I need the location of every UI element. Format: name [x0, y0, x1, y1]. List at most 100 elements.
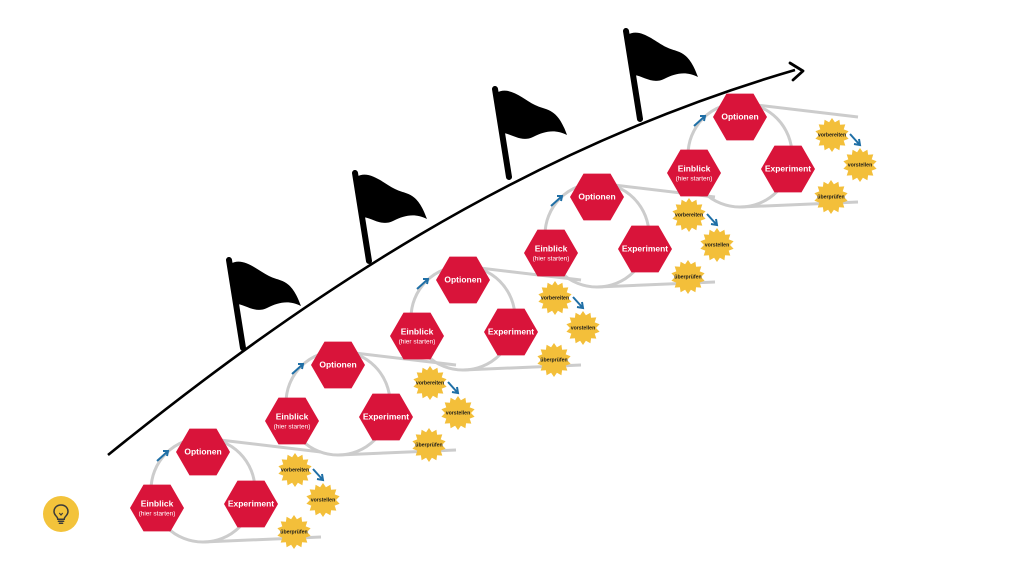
step-star: [671, 260, 705, 294]
step-label: vorstellen: [311, 497, 336, 503]
step-star: [815, 118, 849, 152]
step-label: vorstellen: [705, 242, 730, 248]
step-star: [566, 311, 600, 345]
step-star: [412, 428, 446, 462]
experiment-hexagon: [484, 308, 538, 356]
step-label: vorstellen: [446, 410, 471, 416]
cycle-arrow-head: [557, 195, 564, 202]
options-label: Optionen: [578, 191, 615, 201]
options-label: Optionen: [319, 359, 356, 369]
steps-arrow-head: [853, 138, 862, 147]
step-star: [672, 198, 706, 232]
step-star: [843, 148, 877, 182]
steps-arrow: [849, 133, 860, 145]
options-hexagon: [176, 428, 230, 476]
steps-arrow: [572, 296, 583, 308]
step-star: [538, 281, 572, 315]
experiment-hexagon: [359, 393, 413, 441]
experiment-label: Experiment: [228, 498, 274, 508]
insight-label: Einblick: [141, 498, 174, 508]
step-star: [306, 483, 340, 517]
experiment-hexagon: [618, 225, 672, 273]
step-label: vorbereiten: [541, 295, 569, 301]
insight-label: Einblick: [401, 326, 434, 336]
cycle-arrow-head: [163, 450, 170, 457]
insight-hexagon: [667, 149, 721, 197]
step-label: vorbereiten: [416, 380, 444, 386]
step-star: [814, 180, 848, 214]
options-hexagon: [570, 173, 624, 221]
lightbulb-icon: [53, 504, 69, 525]
milestone-flags: [226, 28, 698, 351]
flag-icon: [352, 170, 427, 264]
step-star: [700, 228, 734, 262]
cycle-arrow-head: [700, 115, 707, 122]
lightbulb-badge[interactable]: [43, 496, 79, 532]
flag-icon: [226, 257, 301, 351]
options-hexagon: [311, 341, 365, 389]
step-label: überprüfen: [674, 274, 701, 280]
experiment-label: Experiment: [765, 163, 811, 173]
options-label: Optionen: [444, 274, 481, 284]
options-hexagon: [436, 256, 490, 304]
step-star: [278, 453, 312, 487]
step-star: [537, 343, 571, 377]
step-label: vorbereiten: [818, 132, 846, 138]
step-label: vorstellen: [848, 162, 873, 168]
insight-hexagon: [130, 484, 184, 532]
insight-start-hint: (hier starten): [533, 256, 570, 263]
insight-start-hint: (hier starten): [274, 424, 311, 431]
steps-arrow: [447, 381, 458, 393]
steps-arrow-head: [316, 473, 325, 482]
cycle-arrow-head: [298, 363, 305, 370]
cycle-arrow: [693, 116, 705, 127]
cycle-arrow: [291, 364, 303, 375]
steps-arrow: [706, 213, 717, 225]
flag-icon: [492, 86, 567, 180]
steps-arrow-head: [710, 218, 719, 227]
experiment-hexagon: [224, 480, 278, 528]
insight-hexagon: [524, 229, 578, 277]
flag-icon: [623, 28, 698, 122]
step-label: überprüfen: [540, 357, 567, 363]
cycle-arrow: [550, 196, 562, 207]
step-star: [441, 396, 475, 430]
insight-label: Einblick: [276, 411, 309, 421]
path-arrowhead-chevron-right-icon: [788, 61, 805, 82]
insight-hexagon: [265, 397, 319, 445]
step-star: [277, 515, 311, 549]
insight-label: Einblick: [678, 163, 711, 173]
options-hexagon: [713, 93, 767, 141]
experiment-hexagon: [761, 145, 815, 193]
step-label: vorbereiten: [281, 467, 309, 473]
steps-arrow: [312, 468, 323, 480]
step-label: überprüfen: [817, 194, 844, 200]
insight-label: Einblick: [535, 243, 568, 253]
cycle-arrow-head: [423, 278, 430, 285]
cycle-arrow: [416, 279, 428, 290]
experiment-label: Experiment: [622, 243, 668, 253]
insight-start-hint: (hier starten): [399, 339, 436, 346]
step-label: vorbereiten: [675, 212, 703, 218]
progress-path: [107, 68, 796, 457]
insight-start-hint: (hier starten): [676, 176, 713, 183]
cycle-arrow: [156, 451, 168, 462]
step-label: überprüfen: [415, 442, 442, 448]
steps-arrow-head: [451, 386, 460, 395]
experiment-label: Experiment: [488, 326, 534, 336]
insight-start-hint: (hier starten): [139, 511, 176, 518]
insight-hexagon: [390, 312, 444, 360]
options-label: Optionen: [721, 111, 758, 121]
options-label: Optionen: [184, 446, 221, 456]
steps-arrow-head: [576, 301, 585, 310]
step-label: vorstellen: [571, 325, 596, 331]
experiment-label: Experiment: [363, 411, 409, 421]
step-star: [413, 366, 447, 400]
